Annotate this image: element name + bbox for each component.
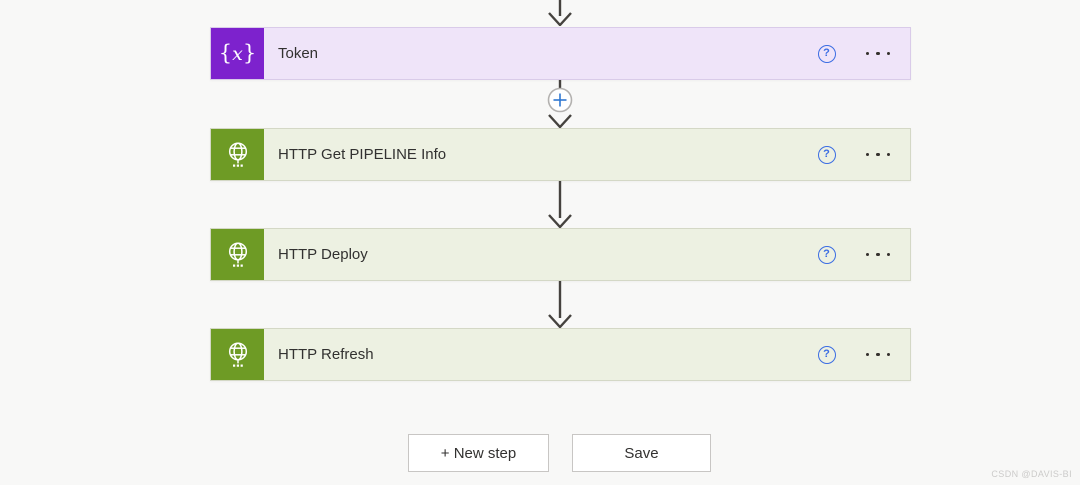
arrow-down-icon — [548, 114, 572, 128]
save-button[interactable]: Save — [572, 434, 711, 472]
help-icon[interactable]: ? — [817, 245, 836, 264]
step-title: HTTP Refresh — [278, 346, 374, 363]
step-title: Token — [278, 45, 319, 62]
step-actions: ? — [817, 229, 911, 280]
flow-step-token[interactable]: {x} Token ? — [210, 27, 911, 80]
flow-step-http-get-pipeline-info[interactable]: HTTP Get PIPELINE Info ? — [210, 128, 911, 181]
globe-icon — [211, 129, 264, 180]
variables-icon-glyph: {x} — [218, 41, 257, 65]
step-actions: ? — [817, 129, 911, 180]
connector-arrow — [545, 281, 575, 328]
step-actions: ? — [817, 329, 911, 380]
new-step-button[interactable]: + New step — [408, 434, 549, 472]
ellipsis-menu-icon[interactable] — [864, 46, 893, 62]
variables-icon: {x} — [211, 28, 264, 79]
flow-step-http-refresh[interactable]: HTTP Refresh ? — [210, 328, 911, 381]
connector-arrow — [545, 181, 575, 228]
ellipsis-menu-icon[interactable] — [864, 247, 893, 263]
arrow-down-icon — [548, 0, 572, 26]
step-title: HTTP Deploy — [278, 246, 368, 263]
ellipsis-menu-icon[interactable] — [864, 147, 893, 163]
watermark: CSDN @DAVIS-BI — [991, 469, 1072, 479]
plus-icon — [553, 93, 567, 107]
step-actions: ? — [817, 28, 911, 79]
connector-arrow-top — [545, 0, 575, 26]
globe-icon — [211, 229, 264, 280]
arrow-down-icon — [548, 181, 572, 228]
ellipsis-menu-icon[interactable] — [864, 347, 893, 363]
step-title: HTTP Get PIPELINE Info — [278, 146, 447, 163]
help-icon[interactable]: ? — [817, 345, 836, 364]
help-icon[interactable]: ? — [817, 145, 836, 164]
globe-icon — [211, 329, 264, 380]
help-icon[interactable]: ? — [817, 44, 836, 63]
arrow-down-icon — [548, 281, 572, 328]
flow-step-http-deploy[interactable]: HTTP Deploy ? — [210, 228, 911, 281]
connector-insert — [545, 80, 575, 128]
